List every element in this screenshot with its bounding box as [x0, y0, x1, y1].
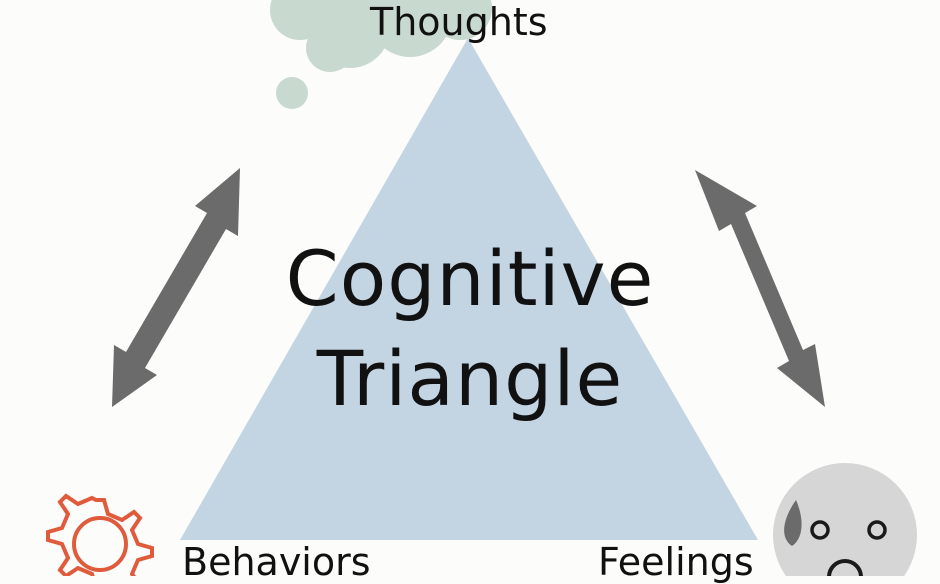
diagram-title-line-2: Triangle — [316, 334, 624, 423]
diagram-title-line-1: Cognitive — [285, 234, 655, 323]
thought-cloud-icon — [270, 0, 492, 109]
behaviors-label: Behaviors — [182, 540, 371, 584]
double-arrow-left — [112, 168, 240, 407]
thoughts-label: Thoughts — [370, 0, 548, 44]
triangle-shape — [180, 38, 758, 540]
sad-face-icon — [773, 463, 917, 576]
gear-icon — [46, 493, 154, 576]
double-arrow-right — [695, 170, 825, 407]
feelings-label: Feelings — [598, 540, 754, 584]
